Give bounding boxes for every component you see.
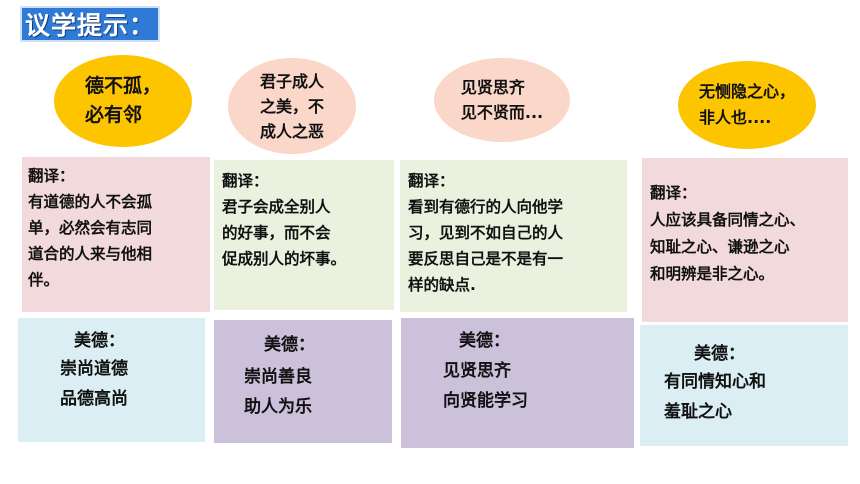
translation-label: 翻译： [28,167,75,185]
translation-text: 有道德的人不会孤 单，必然会有志同 道合的人来与他相 伴。 [28,193,153,289]
quote-ellipse-2: 君子成人 之美，不 成人之恶 [228,58,356,154]
translation-label: 翻译： [650,184,697,202]
translation-label: 翻译： [408,172,455,190]
page-title: 议学提示： [20,6,160,42]
virtue-label: 美德： [264,335,315,355]
translation-text: 看到有德行的人向他学 习，见到不如自己的人 要反思自己是不是有一 样的缺点. [408,198,564,294]
translation-box-3: 翻译： 看到有德行的人向他学 习，见到不如自己的人 要反思自己是不是有一 样的缺… [400,160,627,312]
quote-ellipse-1: 德不孤， 必有邻 [54,55,192,147]
translation-text: 君子会成全别人 的好事，而不会 促成别人的坏事。 [222,198,347,268]
virtue-label: 美德： [459,331,510,351]
virtue-text: 崇尚善良 助人为乐 [244,367,312,417]
quote-ellipse-4: 无恻隐之心， 非人也.... [678,61,816,149]
translation-box-1: 翻译： 有道德的人不会孤 单，必然会有志同 道合的人来与他相 伴。 [22,157,210,312]
virtue-text: 有同情知心和 羞耻之心 [664,372,766,422]
quote-text: 无恻隐之心， 非人也.... [698,82,795,127]
translation-box-4: 翻译： 人应该具备同情之心、 知耻之心、谦逊之心 和明辨是非之心。 [642,158,848,322]
quote-ellipse-3: 见贤思齐 见不贤而... [434,58,570,142]
virtue-label: 美德： [694,344,745,364]
virtue-box-4: 美德： 有同情知心和 羞耻之心 [640,325,848,446]
virtue-box-3: 美德： 见贤思齐 向贤能学习 [401,318,634,448]
virtue-box-1: 美德： 崇尚道德 品德高尚 [18,318,205,442]
virtue-label: 美德： [74,331,125,351]
virtue-text: 崇尚道德 品德高尚 [60,359,128,409]
virtue-box-2: 美德： 崇尚善良 助人为乐 [214,320,392,443]
translation-label: 翻译： [222,172,269,190]
quote-text: 德不孤， 必有邻 [84,75,161,126]
translation-box-2: 翻译： 君子会成全别人 的好事，而不会 促成别人的坏事。 [214,160,394,310]
translation-text: 人应该具备同情之心、 知耻之心、谦逊之心 和明辨是非之心。 [650,211,806,283]
quote-text: 君子成人 之美，不 成人之恶 [259,71,324,141]
quote-text: 见贤思齐 见不贤而... [460,78,544,122]
virtue-text: 见贤思齐 向贤能学习 [443,361,528,411]
